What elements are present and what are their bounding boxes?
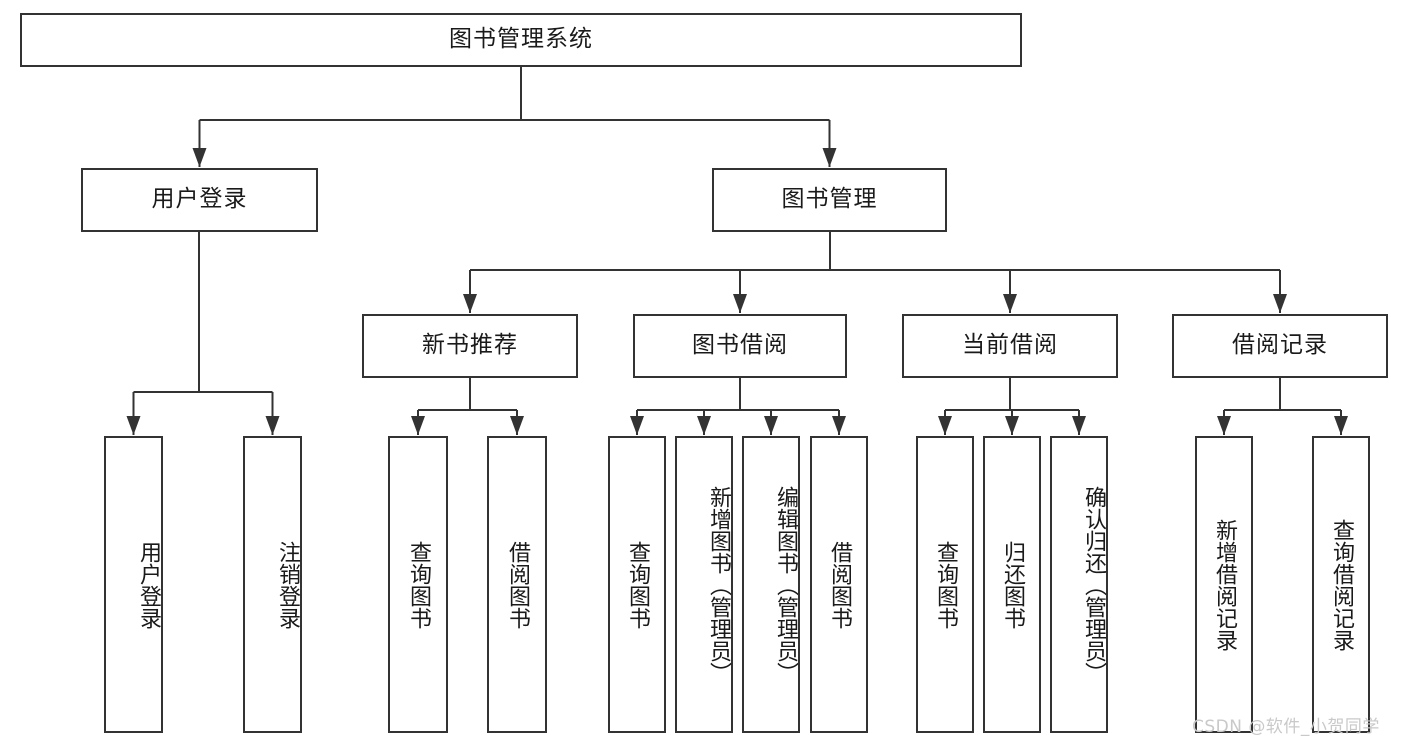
arrowhead (822, 148, 837, 167)
node-label: 注销登录 (275, 540, 300, 629)
arrowhead (1217, 416, 1231, 435)
node-label: 编辑图书（管理员） (773, 485, 798, 684)
node-label: 用户登录 (151, 186, 248, 213)
node-label: 查询图书 (932, 540, 958, 629)
node-leaf-query-book-rec: 查询图书 (388, 436, 448, 733)
node-label: 新增图书（管理员） (706, 485, 731, 684)
arrowhead (411, 416, 425, 435)
arrowhead (630, 416, 644, 435)
node-leaf-query-book-borrow: 查询图书 (608, 436, 666, 733)
node-label: 归还图书 (999, 540, 1025, 629)
node-book-borrow: 图书借阅 (633, 314, 847, 378)
node-leaf-borrow-book-rec: 借阅图书 (487, 436, 547, 733)
arrowhead (733, 294, 747, 313)
node-leaf-query-book-cur: 查询图书 (916, 436, 974, 733)
node-label: 借阅记录 (1232, 332, 1328, 359)
node-label: 用户登录 (136, 540, 161, 629)
node-label: 新增借阅记录 (1211, 518, 1237, 651)
arrowhead (1072, 416, 1086, 435)
arrowhead (697, 416, 711, 435)
arrowhead (1334, 416, 1348, 435)
node-leaf-return-book: 归还图书 (983, 436, 1041, 733)
node-leaf-borrow-book: 借阅图书 (810, 436, 868, 733)
arrowhead (938, 416, 952, 435)
node-label: 查询图书 (624, 540, 650, 629)
node-label: 图书借阅 (692, 332, 788, 359)
arrowhead (192, 148, 207, 167)
node-leaf-user-login: 用户登录 (104, 436, 163, 733)
csdn-watermark: CSDN @软件_小贺同学 (1192, 717, 1380, 737)
node-label: 确认归还（管理员） (1081, 485, 1106, 684)
arrowhead (463, 294, 477, 313)
arrowhead (1005, 416, 1019, 435)
node-label: 新书推荐 (422, 332, 518, 359)
arrowhead (1273, 294, 1287, 313)
arrowhead (832, 416, 846, 435)
node-label: 查询借阅记录 (1328, 518, 1354, 651)
arrowhead (126, 416, 141, 435)
node-new-book-rec: 新书推荐 (362, 314, 578, 378)
arrowhead (265, 416, 280, 435)
node-label: 查询图书 (405, 540, 431, 629)
arrowhead (764, 416, 778, 435)
node-label: 当前借阅 (962, 332, 1058, 359)
node-book-manage: 图书管理 (712, 168, 947, 232)
node-leaf-edit-book: 编辑图书（管理员） (742, 436, 800, 733)
node-label: 图书管理 (781, 186, 878, 213)
node-label: 图书管理系统 (449, 26, 593, 53)
arrowhead (510, 416, 524, 435)
node-current-borrow: 当前借阅 (902, 314, 1118, 378)
node-borrow-record: 借阅记录 (1172, 314, 1388, 378)
node-label: 借阅图书 (504, 540, 530, 629)
node-user-login: 用户登录 (81, 168, 318, 232)
node-label: 借阅图书 (826, 540, 852, 629)
node-leaf-logout: 注销登录 (243, 436, 302, 733)
node-leaf-add-record: 新增借阅记录 (1195, 436, 1253, 733)
node-leaf-query-record: 查询借阅记录 (1312, 436, 1370, 733)
node-leaf-confirm-return: 确认归还（管理员） (1050, 436, 1108, 733)
arrowhead (1003, 294, 1017, 313)
node-leaf-add-book: 新增图书（管理员） (675, 436, 733, 733)
node-root: 图书管理系统 (20, 13, 1022, 67)
